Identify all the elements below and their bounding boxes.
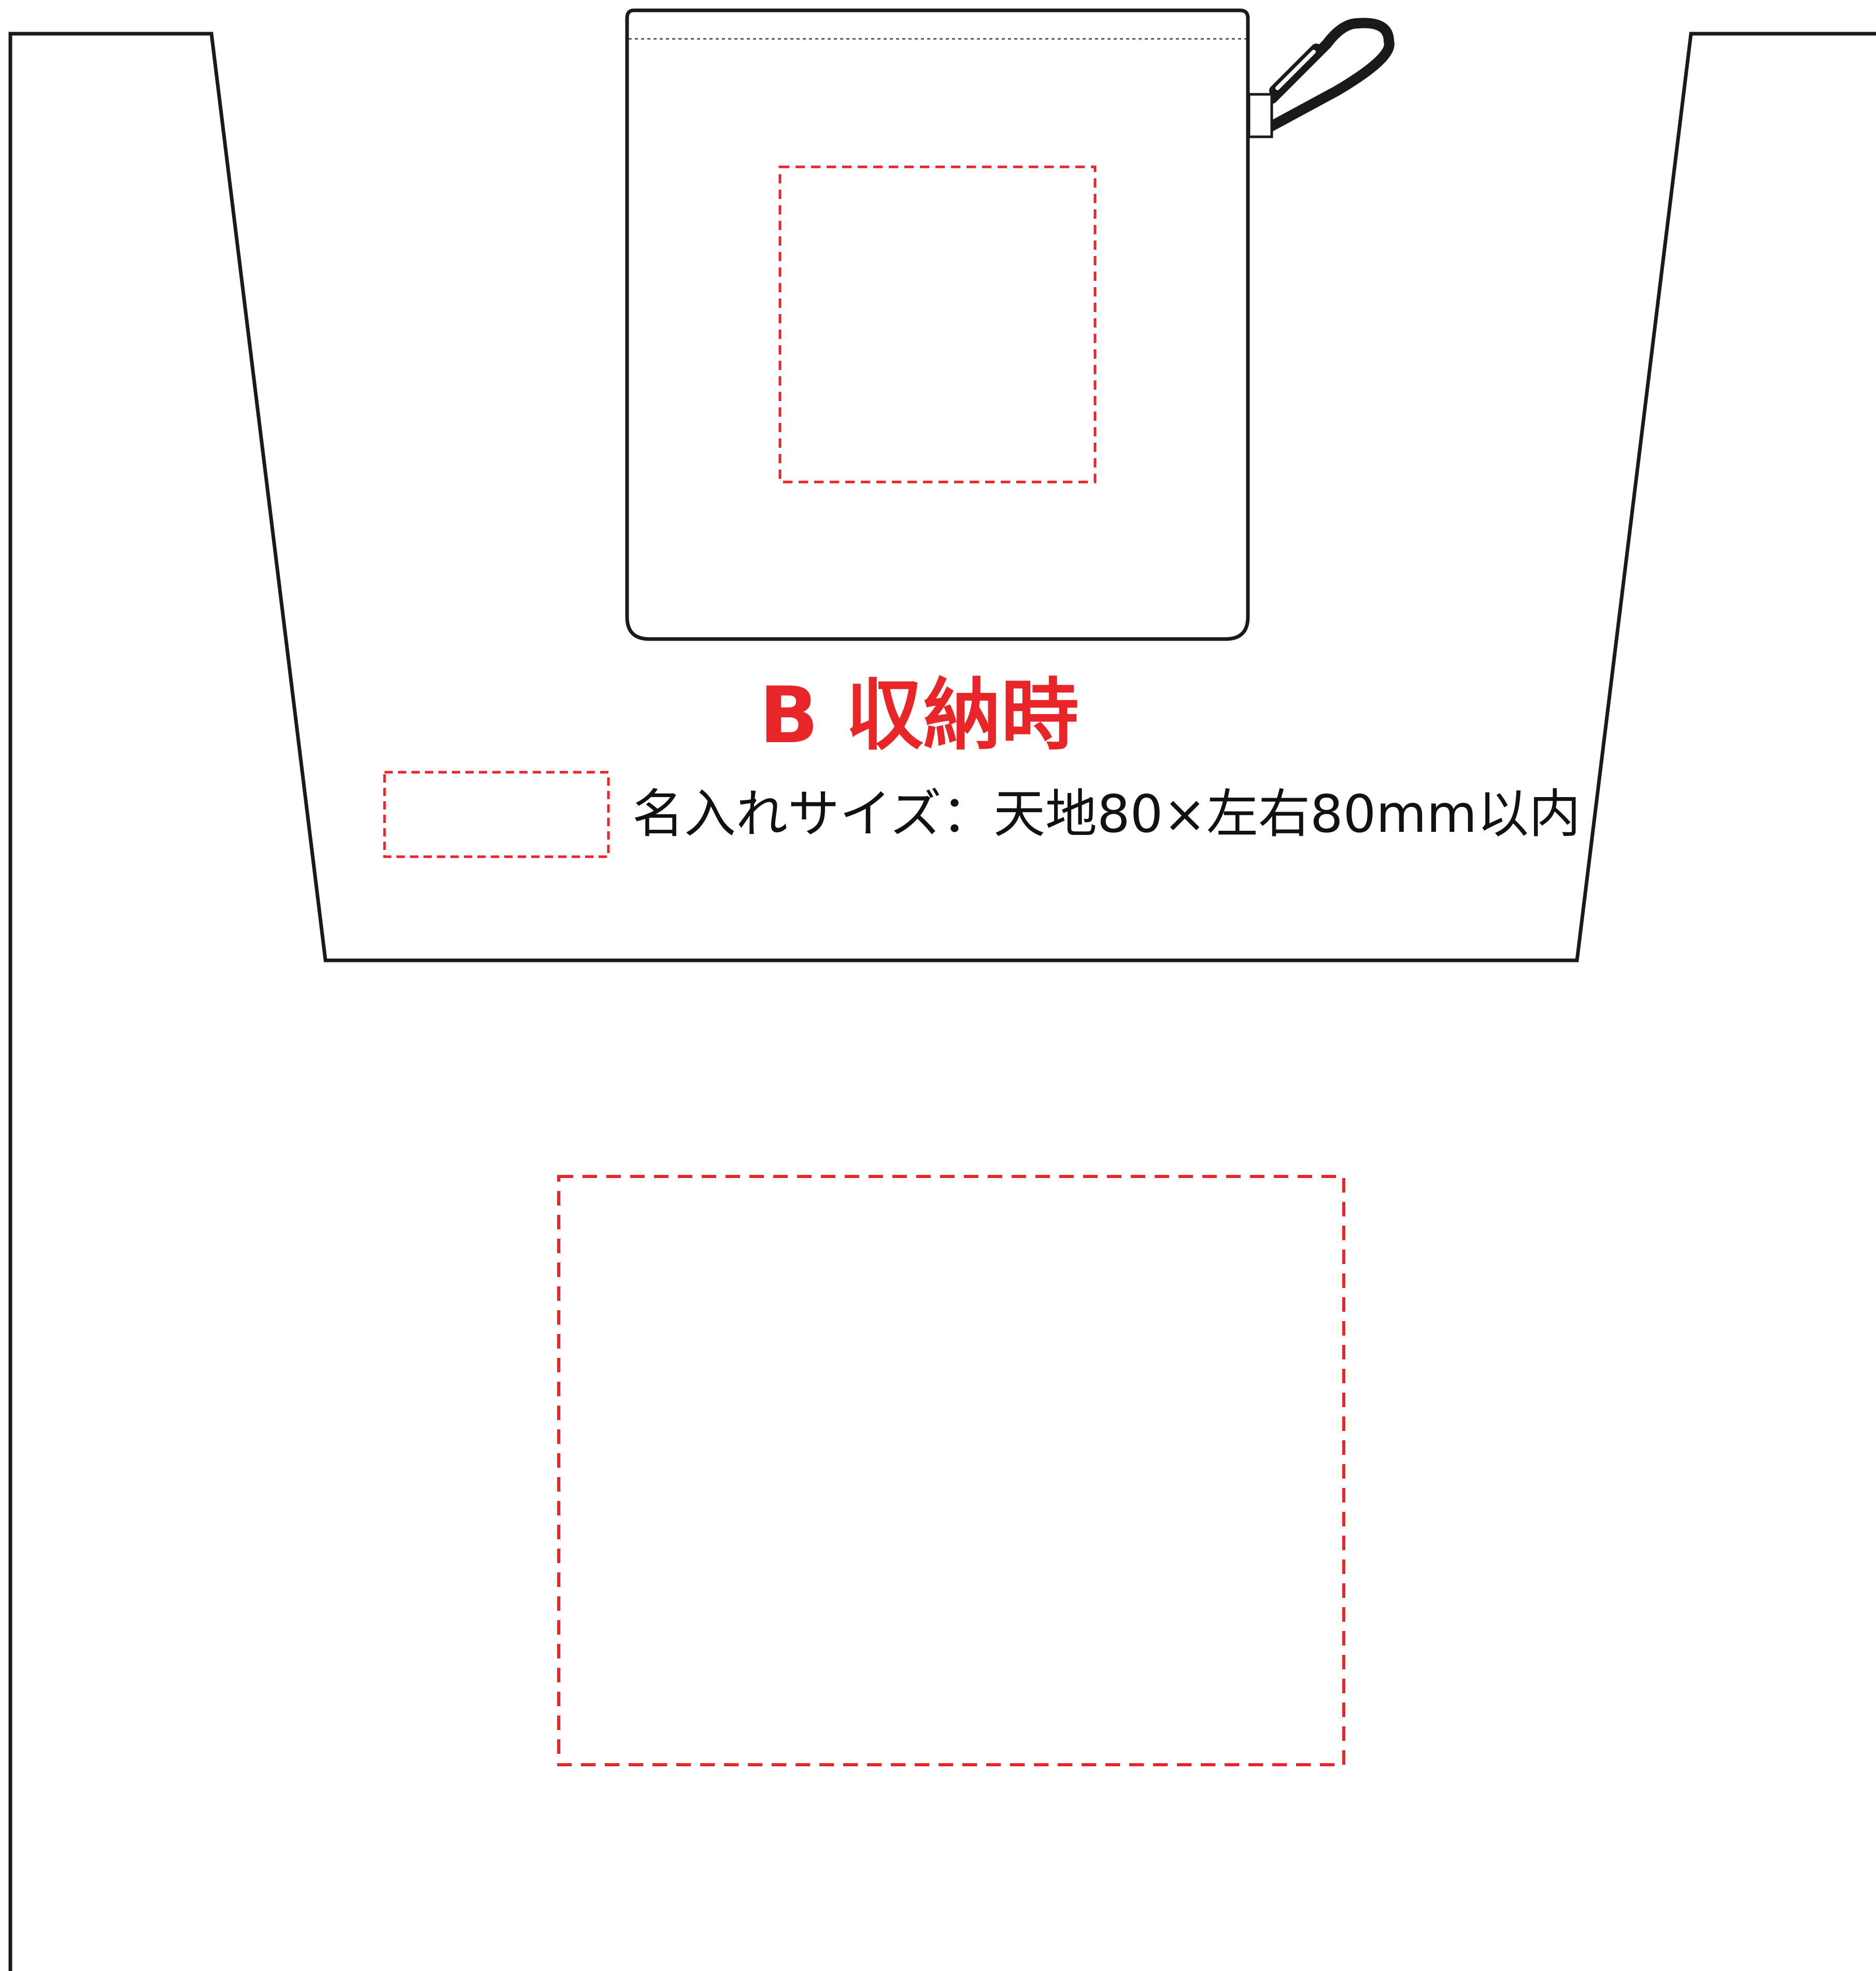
pouch-body xyxy=(625,8,1250,641)
carabiner-icon xyxy=(1247,18,1395,138)
print-size-note: 名入れサイズ：天地80×左右80mm以内 xyxy=(632,784,1581,844)
pouch-print-area xyxy=(778,165,1097,484)
legend-print-area-swatch xyxy=(383,771,610,858)
bag-outline xyxy=(8,32,1876,1971)
bag-print-area xyxy=(557,1175,1345,1766)
carabiner-gate-highlight xyxy=(1275,50,1316,90)
carabiner-loop xyxy=(1262,18,1395,134)
stowed-pouch xyxy=(625,8,1250,641)
carabiner-tab xyxy=(1247,93,1273,138)
stowed-title: B 収納時 xyxy=(759,671,1079,761)
